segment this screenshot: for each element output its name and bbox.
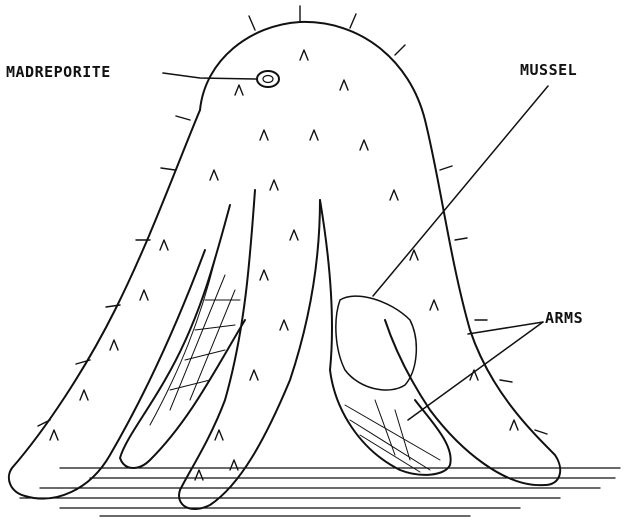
- arm-inner-left: [120, 205, 245, 468]
- arm-center: [179, 190, 320, 509]
- body-dome: [200, 22, 560, 485]
- arms-label: ARMS: [545, 309, 583, 327]
- mussel-shell: [336, 296, 416, 390]
- arm-left: [9, 110, 205, 499]
- leader-arms-upper: [468, 322, 543, 334]
- madreporite-label: MADREPORITE: [6, 63, 111, 81]
- mussel-label: MUSSEL: [520, 61, 577, 79]
- arm-right: [330, 370, 451, 475]
- madreporite-plate: [257, 71, 279, 87]
- leader-arms-lower: [408, 322, 543, 420]
- spine-texture: [50, 50, 518, 480]
- tube-feet-left: [150, 260, 240, 425]
- leader-lines: [163, 73, 548, 420]
- ground-shading: [20, 468, 620, 516]
- leader-mussel: [373, 86, 548, 296]
